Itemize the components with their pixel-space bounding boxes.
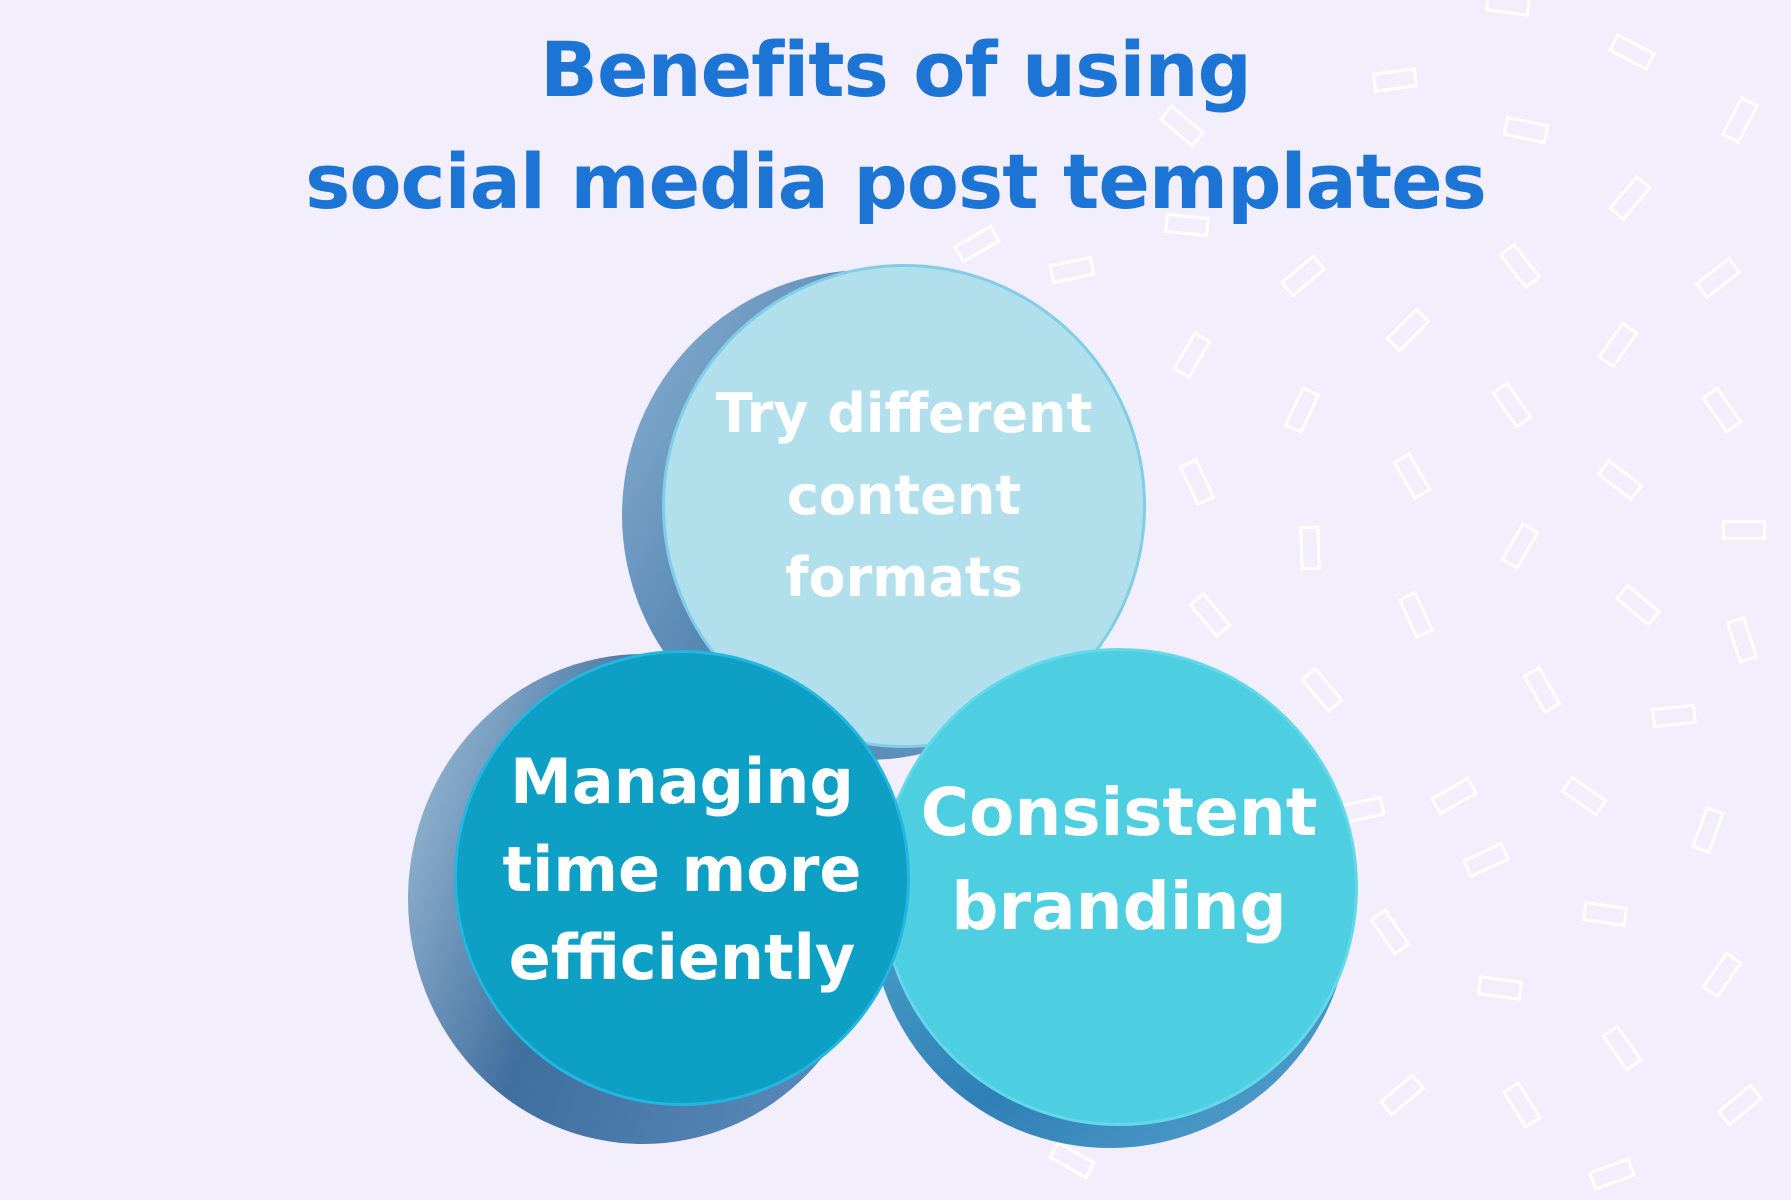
deco-rect [1500, 521, 1540, 571]
deco-rect [1501, 1081, 1543, 1129]
circle-right-label: Consistent branding [920, 774, 1318, 945]
deco-rect [1429, 776, 1479, 816]
deco-rect [1701, 386, 1743, 434]
deco-rect [1691, 805, 1725, 855]
deco-rect [1581, 901, 1629, 927]
deco-rect [1601, 1024, 1643, 1072]
deco-rect [1716, 1083, 1764, 1127]
deco-rect [1299, 525, 1321, 571]
deco-rect [1651, 703, 1697, 729]
deco-rect [1188, 591, 1232, 639]
deco-rect [1694, 256, 1742, 300]
title-line-1: Benefits of using [540, 25, 1252, 114]
deco-rect [1498, 242, 1542, 290]
deco-rect [1369, 908, 1411, 956]
deco-rect [1476, 975, 1524, 1001]
title-line-2: social media post templates [305, 137, 1487, 226]
deco-rect [1587, 1157, 1637, 1191]
circle-left: Managing time more efficiently [408, 646, 910, 1156]
deco-rect [1178, 457, 1216, 507]
deco-rect [1385, 307, 1431, 353]
deco-rect [1172, 330, 1212, 380]
deco-rect [1725, 615, 1759, 665]
deco-rect [1461, 841, 1511, 879]
deco-rect [1283, 385, 1321, 435]
circle-left-face: Managing time more efficiently [454, 650, 910, 1106]
deco-rect [1560, 775, 1608, 817]
deco-rect [1300, 666, 1344, 714]
circle-right: Consistent branding [862, 648, 1362, 1158]
circle-top-label: Try different content formats [715, 382, 1093, 609]
deco-rect [1597, 321, 1639, 369]
deco-rect [1614, 583, 1662, 627]
deco-rect [1522, 665, 1562, 715]
deco-rect [1397, 590, 1435, 640]
deco-rect [1378, 1073, 1426, 1117]
deco-rect [1048, 255, 1096, 285]
deco-rect [1596, 458, 1644, 502]
page-title: Benefits of using social media post temp… [0, 14, 1791, 238]
deco-rect [1491, 381, 1533, 429]
deco-rect [1279, 254, 1327, 298]
deco-rect [1392, 451, 1432, 501]
circle-left-label: Managing time more efficiently [502, 745, 862, 994]
deco-rect [1701, 951, 1743, 999]
circle-right-face: Consistent branding [880, 648, 1358, 1126]
deco-rect [1722, 520, 1766, 540]
